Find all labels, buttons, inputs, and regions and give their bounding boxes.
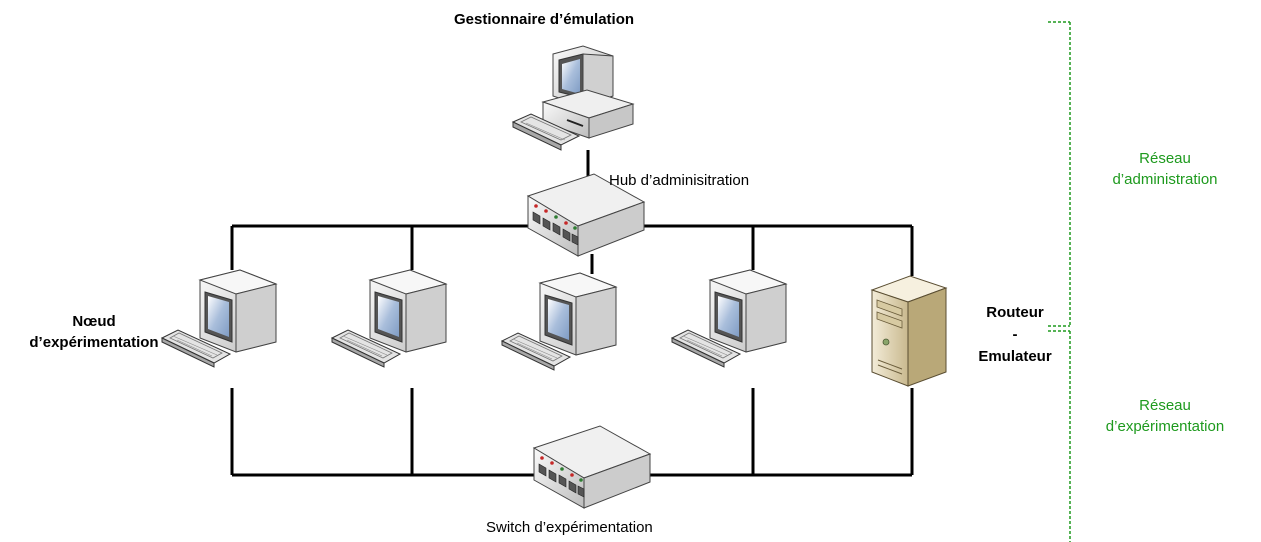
router-emulator-label-line2: - — [1012, 326, 1018, 343]
emulation-manager-label: Gestionnaire d’émulation — [454, 11, 635, 28]
experimentation-node-2-icon — [331, 269, 447, 368]
emulation-manager-computer-icon — [511, 45, 635, 151]
admin-hub-label: Hub d’adminisitration — [609, 172, 750, 189]
experimentation-node-4-icon — [671, 269, 787, 368]
cabling — [230, 150, 914, 477]
router-emulator-label-line1: Routeur — [986, 304, 1044, 321]
experimentation-node-label: Nœud d’expérimentation — [14, 311, 174, 353]
experimentation-network-bracket — [1048, 330, 1071, 542]
experimentation-node-label-line2: d’expérimentation — [29, 334, 159, 351]
admin-network-label-line1: Réseau — [1139, 150, 1191, 167]
admin-network-label-line2: d’administration — [1112, 171, 1218, 188]
admin-network-bracket — [1048, 21, 1071, 327]
experimentation-switch-label: Switch d’expérimentation — [486, 519, 653, 536]
experimentation-node-1-icon — [161, 269, 277, 368]
admin-network-label: Réseau d’administration — [1090, 148, 1240, 190]
experimentation-switch-icon — [533, 425, 651, 509]
experimentation-network-label: Réseau d’expérimentation — [1090, 395, 1240, 437]
router-emulator-label-line3: Emulateur — [978, 348, 1052, 365]
router-emulator-label: Routeur - Emulateur — [960, 302, 1070, 368]
experimentation-node-label-line1: Nœud — [72, 313, 116, 330]
router-emulator-server-icon — [870, 275, 948, 387]
experimentation-network-label-line1: Réseau — [1139, 397, 1191, 414]
experimentation-node-3-icon — [501, 272, 617, 371]
experimentation-network-label-line2: d’expérimentation — [1105, 418, 1225, 435]
